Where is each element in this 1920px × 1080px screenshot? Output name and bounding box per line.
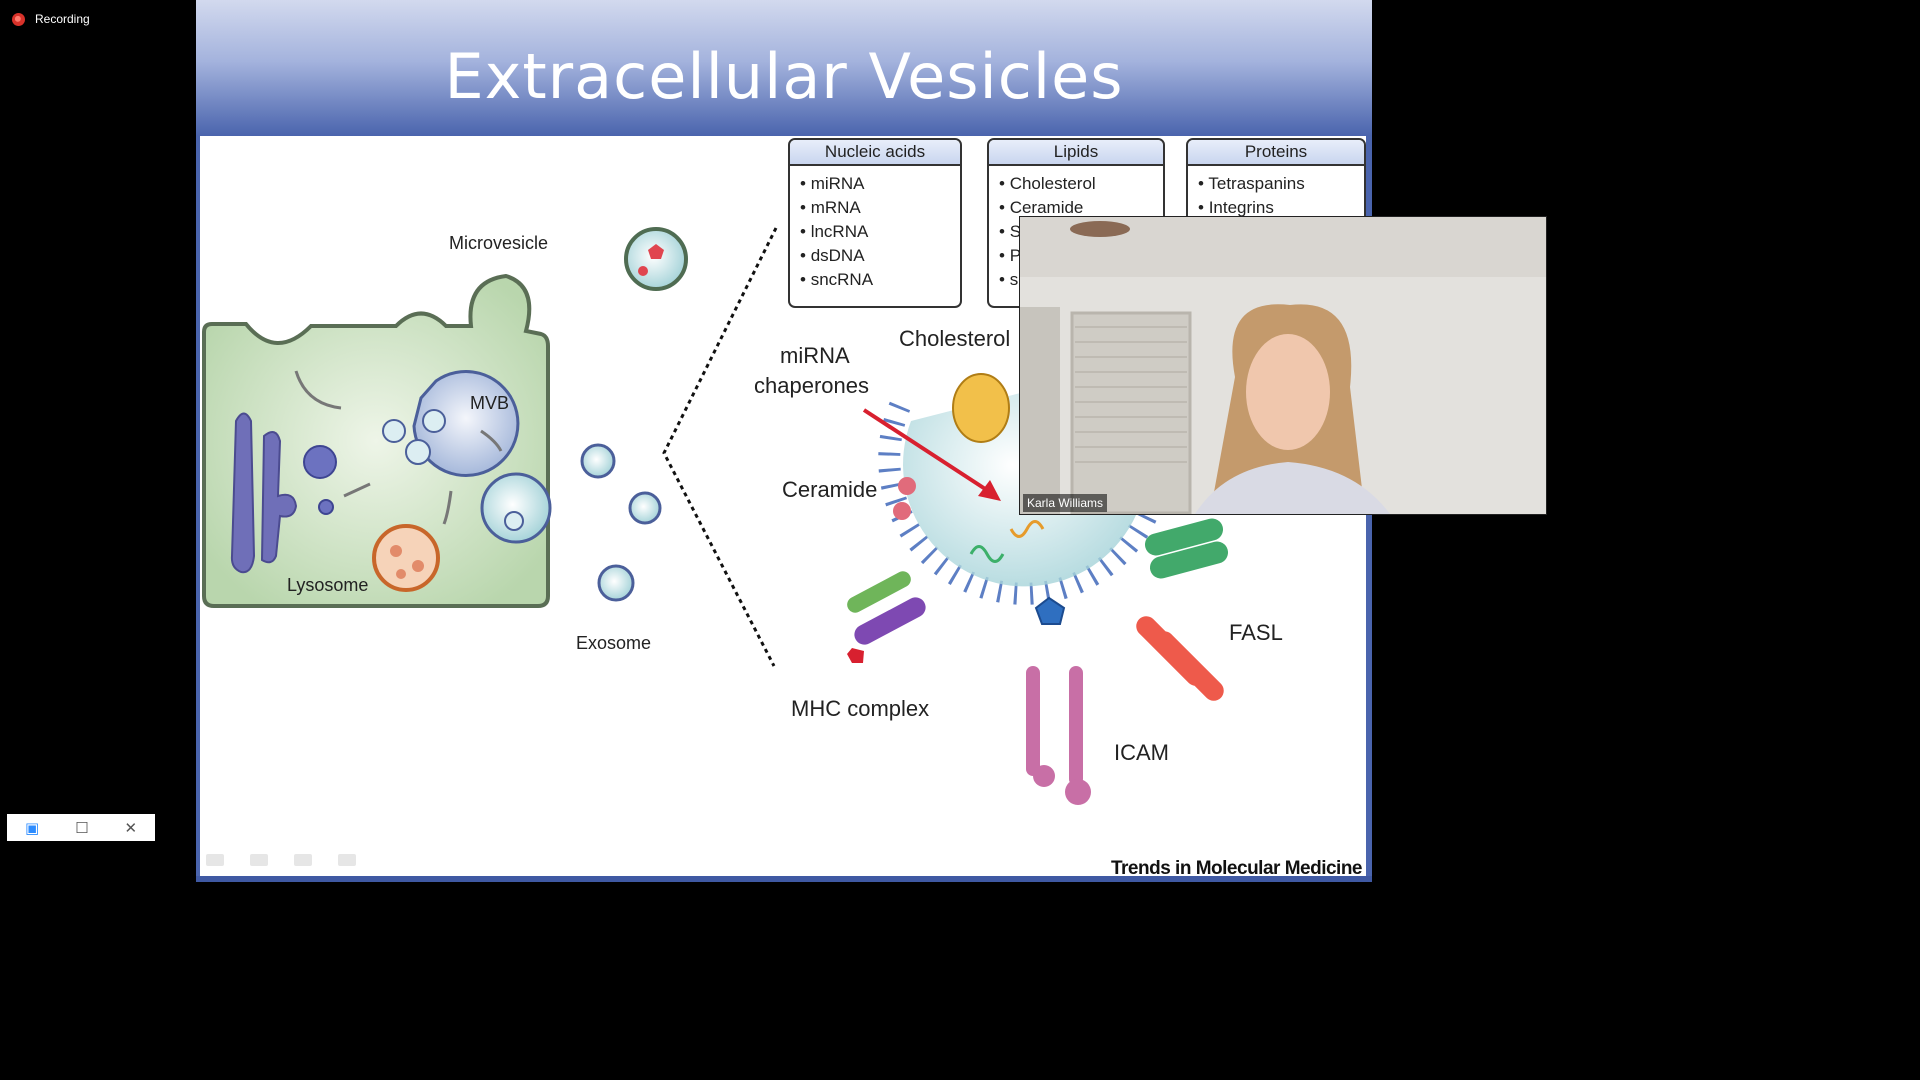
mvb-label: MVB <box>470 393 510 413</box>
list-item: Ceramide <box>999 196 1163 220</box>
list-item: dsDNA <box>800 244 960 268</box>
list-item: miRNA <box>800 172 960 196</box>
list-item: Integrins <box>1198 196 1364 220</box>
menu-icon[interactable] <box>294 854 312 866</box>
exosome-membrane <box>878 385 1171 605</box>
slide-frame-left <box>196 136 200 882</box>
box-title: Lipids <box>989 140 1163 166</box>
box-title: Nucleic acids <box>790 140 960 166</box>
dashed-guide <box>662 227 778 667</box>
exosome-3 <box>597 564 635 602</box>
window-control-bar: ▣ ☐ ✕ <box>7 814 155 841</box>
slide-header: Extracellular Vesicles <box>196 0 1372 136</box>
icam-protein <box>1026 666 1040 776</box>
mhc-complex-label: MHC complex <box>791 696 930 721</box>
exosome-1 <box>580 443 616 479</box>
zoom-app-icon[interactable]: ▣ <box>24 819 40 837</box>
fasl-label: FASL <box>1229 620 1283 645</box>
list-item: P <box>999 244 1163 268</box>
list-item: lncRNA <box>800 220 960 244</box>
chaperones-label: chaperones <box>754 373 869 398</box>
microvesicle-label: Microvesicle <box>449 233 549 253</box>
cholesterol-blob <box>952 373 1010 443</box>
slide-title: Extracellular Vesicles <box>444 40 1124 113</box>
list-item: S <box>999 220 1163 244</box>
exosome-label: Exosome <box>576 633 652 653</box>
recording-label: Recording <box>35 12 90 26</box>
slide-frame-bottom <box>196 876 1372 882</box>
participant-name: Karla Williams <box>1023 494 1108 512</box>
slide-nav-controls[interactable] <box>206 854 356 866</box>
participant-face <box>1246 334 1330 450</box>
ceramide-label: Ceramide <box>782 477 878 502</box>
close-icon[interactable]: ✕ <box>124 819 138 837</box>
next-slide-icon[interactable] <box>338 854 356 866</box>
icam-label: ICAM <box>1114 740 1169 765</box>
cell-body <box>202 273 550 608</box>
list-item: mRNA <box>800 196 960 220</box>
nucleic-acids-box: Nucleic acids miRNA mRNA lncRNA dsDNA sn… <box>788 138 962 308</box>
fusing-mvb <box>480 472 552 544</box>
record-dot-icon <box>12 12 25 26</box>
recording-indicator: Recording <box>12 12 90 26</box>
er-shape <box>230 412 298 574</box>
exosome-2 <box>628 491 662 525</box>
list-item: sncRNA <box>800 268 960 292</box>
mhc-complex <box>854 597 926 645</box>
participant-video[interactable]: Karla Williams <box>1019 216 1547 515</box>
cholesterol-label: Cholesterol <box>899 326 1011 351</box>
prev-slide-icon[interactable] <box>206 854 224 866</box>
mirna-label: miRNA <box>780 343 850 368</box>
lysosome <box>372 524 440 592</box>
list-item: Cholesterol <box>999 172 1163 196</box>
box-title: Proteins <box>1188 140 1364 166</box>
list-item: Tetraspanins <box>1198 172 1364 196</box>
mirna-chaperone-arrow <box>862 408 998 498</box>
lysosome-label: Lysosome <box>287 575 369 595</box>
pen-icon[interactable] <box>250 854 268 866</box>
video-frame <box>1020 217 1546 514</box>
maximize-icon[interactable]: ☐ <box>75 819 89 837</box>
endosome <box>303 445 337 479</box>
mvb <box>412 370 520 477</box>
figure-credit: Trends in Molecular Medicine <box>1110 858 1363 879</box>
